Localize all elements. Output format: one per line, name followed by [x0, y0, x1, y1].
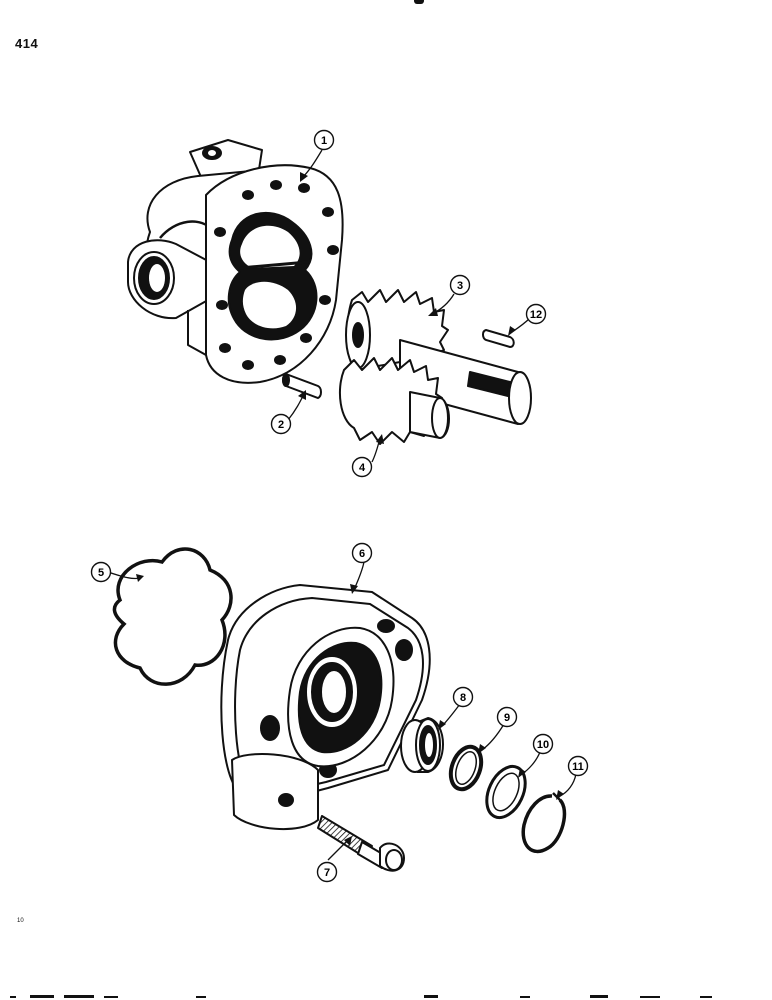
callout-8: 8: [452, 686, 474, 708]
cap-screw-part: [317, 815, 405, 872]
callout-5-label: 5: [98, 567, 104, 579]
ring-part: [448, 744, 484, 792]
callout-7: 7: [316, 861, 338, 883]
callout-2: 2: [270, 413, 292, 435]
callout-9-label: 9: [504, 712, 510, 724]
callout-4-label: 4: [359, 462, 366, 474]
cover-part: [220, 584, 431, 831]
snap-ring-part: [521, 792, 567, 854]
oil-seal-part: [400, 716, 444, 773]
figure-code: 10: [17, 918, 24, 924]
key-part: [482, 328, 515, 349]
callout-6: 6: [351, 542, 373, 564]
callout-12-label: 12: [530, 309, 542, 321]
callout-7-label: 7: [324, 867, 330, 879]
washer-part: [485, 764, 527, 820]
callout-3-label: 3: [457, 280, 463, 292]
bottom-scan-artifacts: [10, 995, 712, 998]
callout-12: 12: [525, 303, 547, 325]
page-number: 414: [15, 36, 39, 51]
callout-11-label: 11: [572, 761, 584, 773]
callout-11: 11: [567, 755, 589, 777]
callout-6-label: 6: [359, 548, 365, 560]
callout-1: 1: [313, 129, 335, 151]
callout-9: 9: [496, 706, 518, 728]
callout-2-label: 2: [278, 419, 284, 431]
callout-3: 3: [449, 274, 471, 296]
callout-10-label: 10: [537, 739, 549, 751]
driven-gear-part: [338, 357, 450, 445]
callout-10: 10: [532, 733, 554, 755]
callout-8-label: 8: [460, 692, 466, 704]
drive-gear-shaft-part: [345, 289, 532, 425]
o-ring-part: [112, 547, 233, 686]
leader-arrowheads: [136, 172, 564, 846]
callout-5: 5: [90, 561, 112, 583]
dowel-pin-part: [282, 372, 322, 400]
top-edge-mark: [414, 0, 424, 4]
callout-4: 4: [351, 456, 373, 478]
pump-body-part: [127, 139, 344, 384]
callout-1-label: 1: [321, 135, 327, 147]
